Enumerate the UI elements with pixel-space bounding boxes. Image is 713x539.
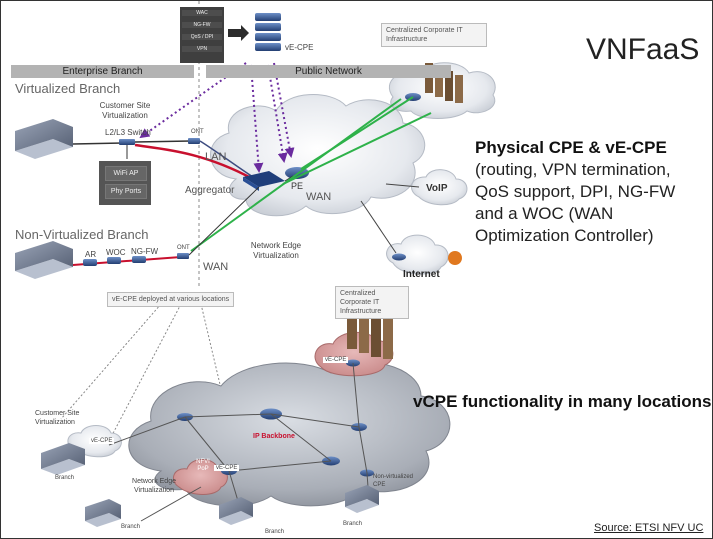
ngfw-label: NG-FW	[131, 247, 159, 256]
voip-cloud	[411, 169, 468, 206]
ve-cpe-label: vE-CPE	[323, 357, 349, 363]
stack-item: QoS / DPI	[182, 34, 222, 40]
nonvirtualized-branch-title: Non-Virtualized Branch	[15, 227, 149, 242]
arrow-icon	[228, 25, 249, 41]
phy-ports-label: Phy Ports	[105, 184, 147, 199]
ont-icon	[177, 253, 189, 259]
green-links	[190, 96, 432, 252]
wan-label: WAN	[306, 191, 332, 203]
network-edge-label-bottom: Network Edge Virtualization	[132, 478, 176, 494]
vcpe-heading: vCPE functionality in many locations	[413, 392, 712, 411]
woc-icon	[107, 257, 121, 264]
nfvi-pop-label: NFVI PoP	[196, 459, 210, 472]
aggregator-icon	[243, 171, 285, 187]
switch-icon	[119, 139, 135, 145]
branch-buildings	[41, 443, 379, 527]
customer-site-label-bottom: Customer Site Virtualization	[35, 410, 80, 426]
network-edge-label: Network Edge Virtualization	[250, 241, 302, 260]
virtualized-branch-building	[15, 119, 73, 159]
centralized-it-label-bottom: Centralized Corporate IT Infrastructure	[335, 286, 409, 319]
voip-label: VoIP	[426, 183, 448, 194]
branch-label: Branch	[265, 529, 285, 535]
nonvirtualized-branch-building	[15, 241, 73, 279]
stack-item: WAC	[182, 10, 222, 16]
deployed-label: vE-CPE deployed at various locations	[107, 292, 235, 307]
ve-cpe-label: vE-CPE	[285, 43, 314, 52]
internet-label: Internet	[403, 269, 440, 280]
ngfw-icon	[132, 256, 146, 263]
branch-label: Branch	[121, 524, 141, 530]
physical-cpe-heading: Physical CPE & vE-CPE	[475, 138, 667, 157]
server-racks-bottom	[347, 307, 393, 359]
stack-item: NG-FW	[182, 22, 222, 28]
branch-label: Branch	[55, 475, 75, 481]
ve-cpe-label: vE-CPE	[89, 438, 115, 444]
slide-title: VNFaaS	[586, 33, 700, 66]
server-racks	[425, 63, 463, 103]
stack-item: VPN	[182, 46, 222, 52]
customer-site-label: Customer Site Virtualization	[99, 101, 151, 120]
ont-label: ONT	[191, 129, 204, 135]
router-icon	[392, 253, 406, 261]
ve-cpe-label: vE-CPE	[214, 465, 240, 471]
enterprise-branch-band: Enterprise Branch	[11, 65, 194, 78]
ont-icon	[188, 138, 200, 144]
non-virtualized-cpe-label: Non-virtualized CPE	[373, 474, 414, 488]
centralized-it-label: Centralized Corporate IT Infrastructure	[381, 23, 487, 47]
virtualized-branch-title: Virtualized Branch	[15, 81, 121, 96]
public-network-band: Public Network	[206, 65, 451, 78]
wan-label-2: WAN	[203, 261, 229, 273]
physical-cpe-body: (routing, VPN termination, QoS support, …	[475, 160, 676, 245]
ar-label: AR	[85, 250, 97, 259]
pe-label: PE	[291, 181, 304, 191]
branch-label: Branch	[343, 521, 363, 527]
firewall-icon	[448, 251, 462, 265]
ip-backbone-label: IP Backbone	[253, 433, 295, 440]
source-link[interactable]: Source: ETSI NFV UC	[594, 522, 704, 534]
l2l3-switch-label: L2/L3 Switch	[105, 128, 151, 137]
lan-label: LAN	[205, 151, 227, 163]
aggregator-label: Aggregator	[185, 185, 235, 196]
wifi-ap-label: WiFi AP	[105, 166, 147, 181]
ar-router-icon	[83, 259, 97, 266]
woc-label: WOC	[106, 248, 126, 257]
ont-label: ONT	[177, 245, 190, 251]
